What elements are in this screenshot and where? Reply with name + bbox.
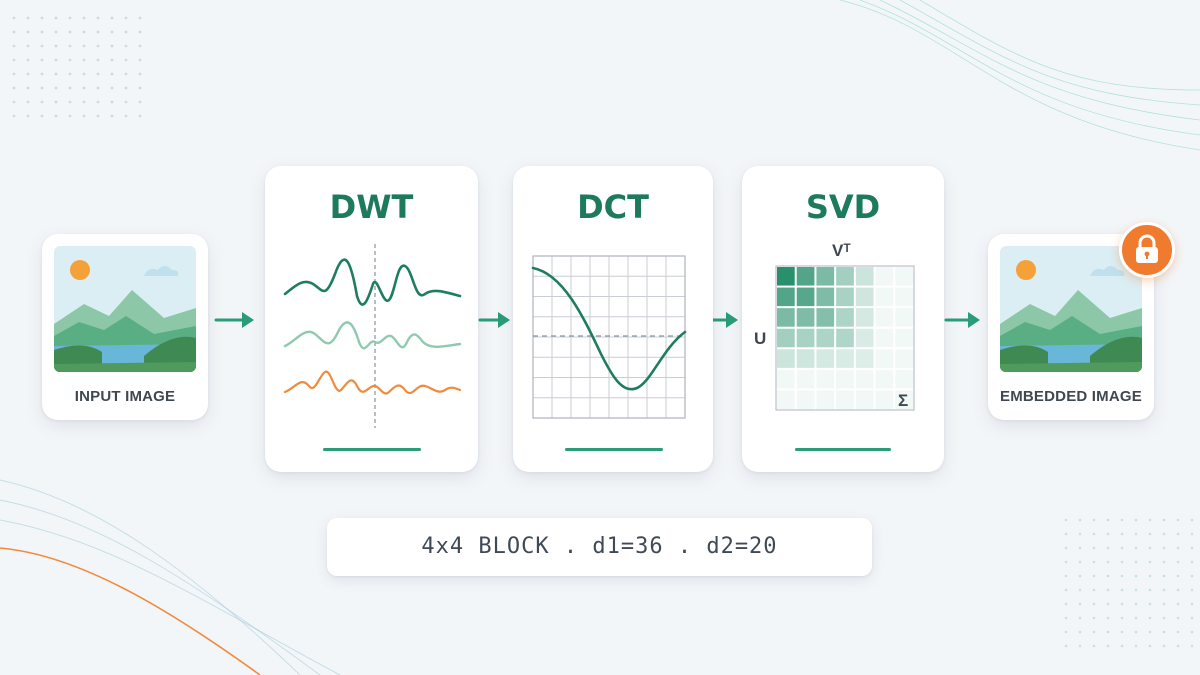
dct-underline — [565, 448, 663, 451]
dwt-title: DWT — [329, 188, 414, 226]
arrow-right-icon — [478, 312, 510, 328]
input-image-card: INPUT IMAGE — [42, 234, 208, 420]
vt-label: Vᵀ — [832, 241, 851, 260]
parameters-label: 4x4 BLOCK . d1=36 . d2=20 — [327, 518, 872, 576]
sun-icon — [1016, 260, 1036, 280]
svd-stage-card: SVD Vᵀ U Σ — [742, 166, 944, 472]
svd-title: SVD — [805, 188, 881, 226]
wave-lines-bottom-left — [0, 479, 341, 675]
landscape-thumbnail — [1000, 246, 1142, 372]
wave-lines-top-right — [839, 0, 1200, 151]
svd-matrix-icon: Vᵀ U Σ — [754, 241, 915, 411]
landscape-thumbnail — [54, 246, 196, 372]
dct-title: DCT — [577, 188, 649, 226]
embedded-image-label: EMBEDDED IMAGE — [1000, 388, 1142, 405]
cloud-icon — [144, 266, 179, 276]
wavelet-waves-icon — [283, 244, 462, 428]
arrow-right-icon — [214, 312, 254, 328]
dwt-underline — [323, 448, 421, 451]
arrow-right-icon — [944, 312, 980, 328]
dot-pattern-bottom-right — [1064, 518, 1194, 648]
cosine-grid-icon — [531, 255, 687, 419]
dct-stage-card: DCT — [513, 166, 713, 472]
u-label: U — [754, 329, 766, 348]
sigma-label: Σ — [898, 391, 908, 410]
lock-icon — [1119, 222, 1175, 278]
svd-underline — [795, 448, 891, 451]
input-image-label: INPUT IMAGE — [74, 388, 176, 405]
sun-icon — [70, 260, 90, 280]
dwt-stage-card: DWT — [265, 166, 478, 472]
cloud-icon — [1090, 266, 1125, 276]
dot-pattern-top-left — [12, 16, 142, 118]
